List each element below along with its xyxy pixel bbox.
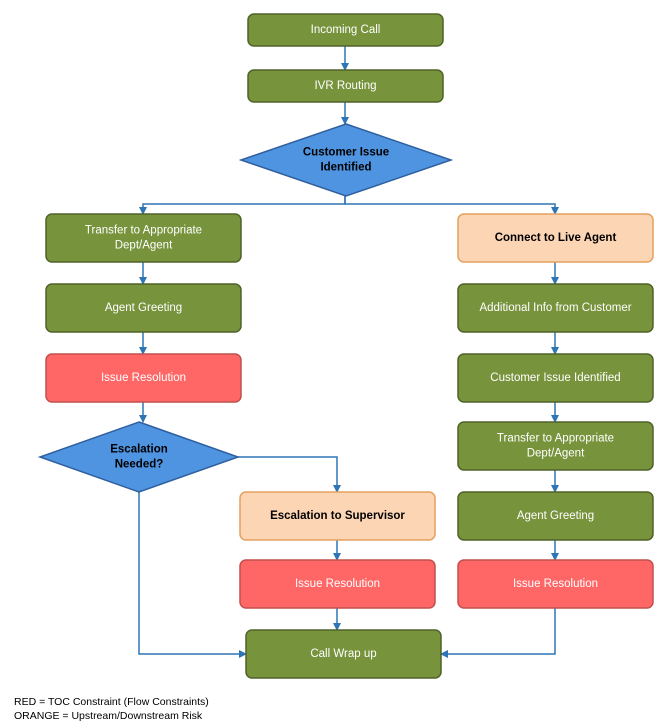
node-label-line: Agent Greeting	[105, 302, 182, 314]
node-label-line: Dept/Agent	[527, 448, 585, 460]
process-box	[457, 559, 654, 609]
process-box	[247, 13, 444, 47]
process-box	[457, 283, 654, 333]
node-label: Agent Greeting	[517, 510, 594, 522]
node-label-line: Transfer to Appropriate	[85, 225, 202, 237]
node-label-line: Incoming Call	[311, 24, 381, 36]
node-resolution-middle: Issue Resolution	[239, 559, 436, 609]
node-resolution-left: Issue Resolution	[45, 353, 242, 403]
legend-red: RED = TOC Constraint (Flow Constraints)	[14, 696, 209, 708]
decision-diamond	[238, 123, 454, 197]
node-issue-identified-right: Customer Issue Identified	[457, 353, 654, 403]
node-label-line: Escalation to Supervisor	[270, 510, 405, 522]
node-label: Customer Issue Identified	[490, 372, 620, 384]
node-ivr-routing: IVR Routing	[247, 69, 444, 103]
node-greeting-right: Agent Greeting	[457, 491, 654, 541]
node-connect-live-agent: Connect to Live Agent	[457, 213, 654, 263]
node-label-line: Needed?	[115, 459, 164, 471]
node-label: Escalation to Supervisor	[270, 510, 405, 522]
node-label-line: Agent Greeting	[517, 510, 594, 522]
node-label: Additional Info from Customer	[479, 302, 631, 314]
process-box	[45, 283, 242, 333]
process-box	[239, 491, 436, 541]
node-call-wrap-up: Call Wrap up	[245, 629, 442, 679]
process-box	[45, 213, 242, 263]
connectors	[138, 46, 559, 658]
node-label-line: Customer Issue	[303, 147, 389, 159]
process-box	[239, 559, 436, 609]
process-box	[457, 353, 654, 403]
node-additional-info: Additional Info from Customer	[457, 283, 654, 333]
node-label-line: Customer Issue Identified	[490, 372, 620, 384]
node-label: Connect to Live Agent	[495, 232, 617, 244]
process-box	[457, 213, 654, 263]
node-label-line: Additional Info from Customer	[479, 302, 631, 314]
arrow-escalation-to-wrap-up	[138, 492, 247, 658]
node-label: Issue Resolution	[513, 578, 598, 590]
node-label: Agent Greeting	[105, 302, 182, 314]
arrow-decision-to-connect-agent	[344, 196, 559, 215]
decision-diamond	[37, 421, 241, 493]
process-box	[45, 353, 242, 403]
node-label: Incoming Call	[311, 24, 381, 36]
node-label: Issue Resolution	[295, 578, 380, 590]
arrow-escalation-to-supervisor	[238, 456, 341, 493]
node-label-line: Dept/Agent	[115, 240, 173, 252]
node-label: Call Wrap up	[310, 648, 376, 660]
node-label-line: Connect to Live Agent	[495, 232, 617, 244]
node-label-line: Issue Resolution	[513, 578, 598, 590]
process-box	[245, 629, 442, 679]
node-label-line: Call Wrap up	[310, 648, 376, 660]
node-label-line: Transfer to Appropriate	[497, 433, 614, 445]
arrow-resolution-right-to-wrap	[440, 608, 556, 658]
node-greeting-left: Agent Greeting	[45, 283, 242, 333]
node-label-line: Identified	[320, 162, 371, 174]
node-label: Issue Resolution	[101, 372, 186, 384]
node-label-line: IVR Routing	[314, 80, 376, 92]
node-incoming-call: Incoming Call	[247, 13, 444, 47]
process-box	[457, 491, 654, 541]
node-label-line: Issue Resolution	[295, 578, 380, 590]
process-box	[457, 421, 654, 471]
node-label: IVR Routing	[314, 80, 376, 92]
node-resolution-right: Issue Resolution	[457, 559, 654, 609]
node-label-line: Issue Resolution	[101, 372, 186, 384]
node-escalation-supervisor: Escalation to Supervisor	[239, 491, 436, 541]
arrow-decision-to-transfer-left	[139, 196, 346, 215]
legend-orange: ORANGE = Upstream/Downstream Risk	[14, 710, 203, 722]
node-label-line: Escalation	[110, 444, 168, 456]
process-box	[247, 69, 444, 103]
